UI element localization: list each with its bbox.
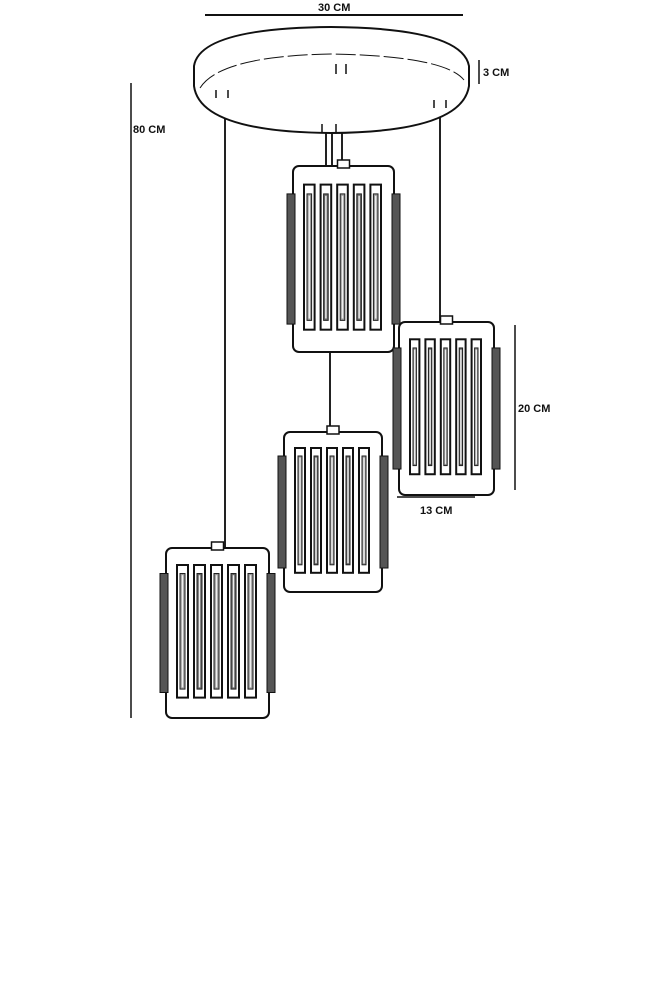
- shade-left: [159, 541, 276, 719]
- total-height-label: 80 CM: [133, 124, 165, 136]
- shade-top-center: [286, 159, 401, 353]
- shade-right: [392, 315, 501, 496]
- shade-width-label: 13 CM: [420, 505, 452, 517]
- shade-middle: [277, 425, 389, 593]
- shade-height-label: 20 CM: [518, 403, 550, 415]
- canopy-width-label: 30 CM: [318, 2, 350, 14]
- ceiling-canopy: [193, 25, 470, 135]
- canopy-height-label: 3 CM: [483, 67, 509, 79]
